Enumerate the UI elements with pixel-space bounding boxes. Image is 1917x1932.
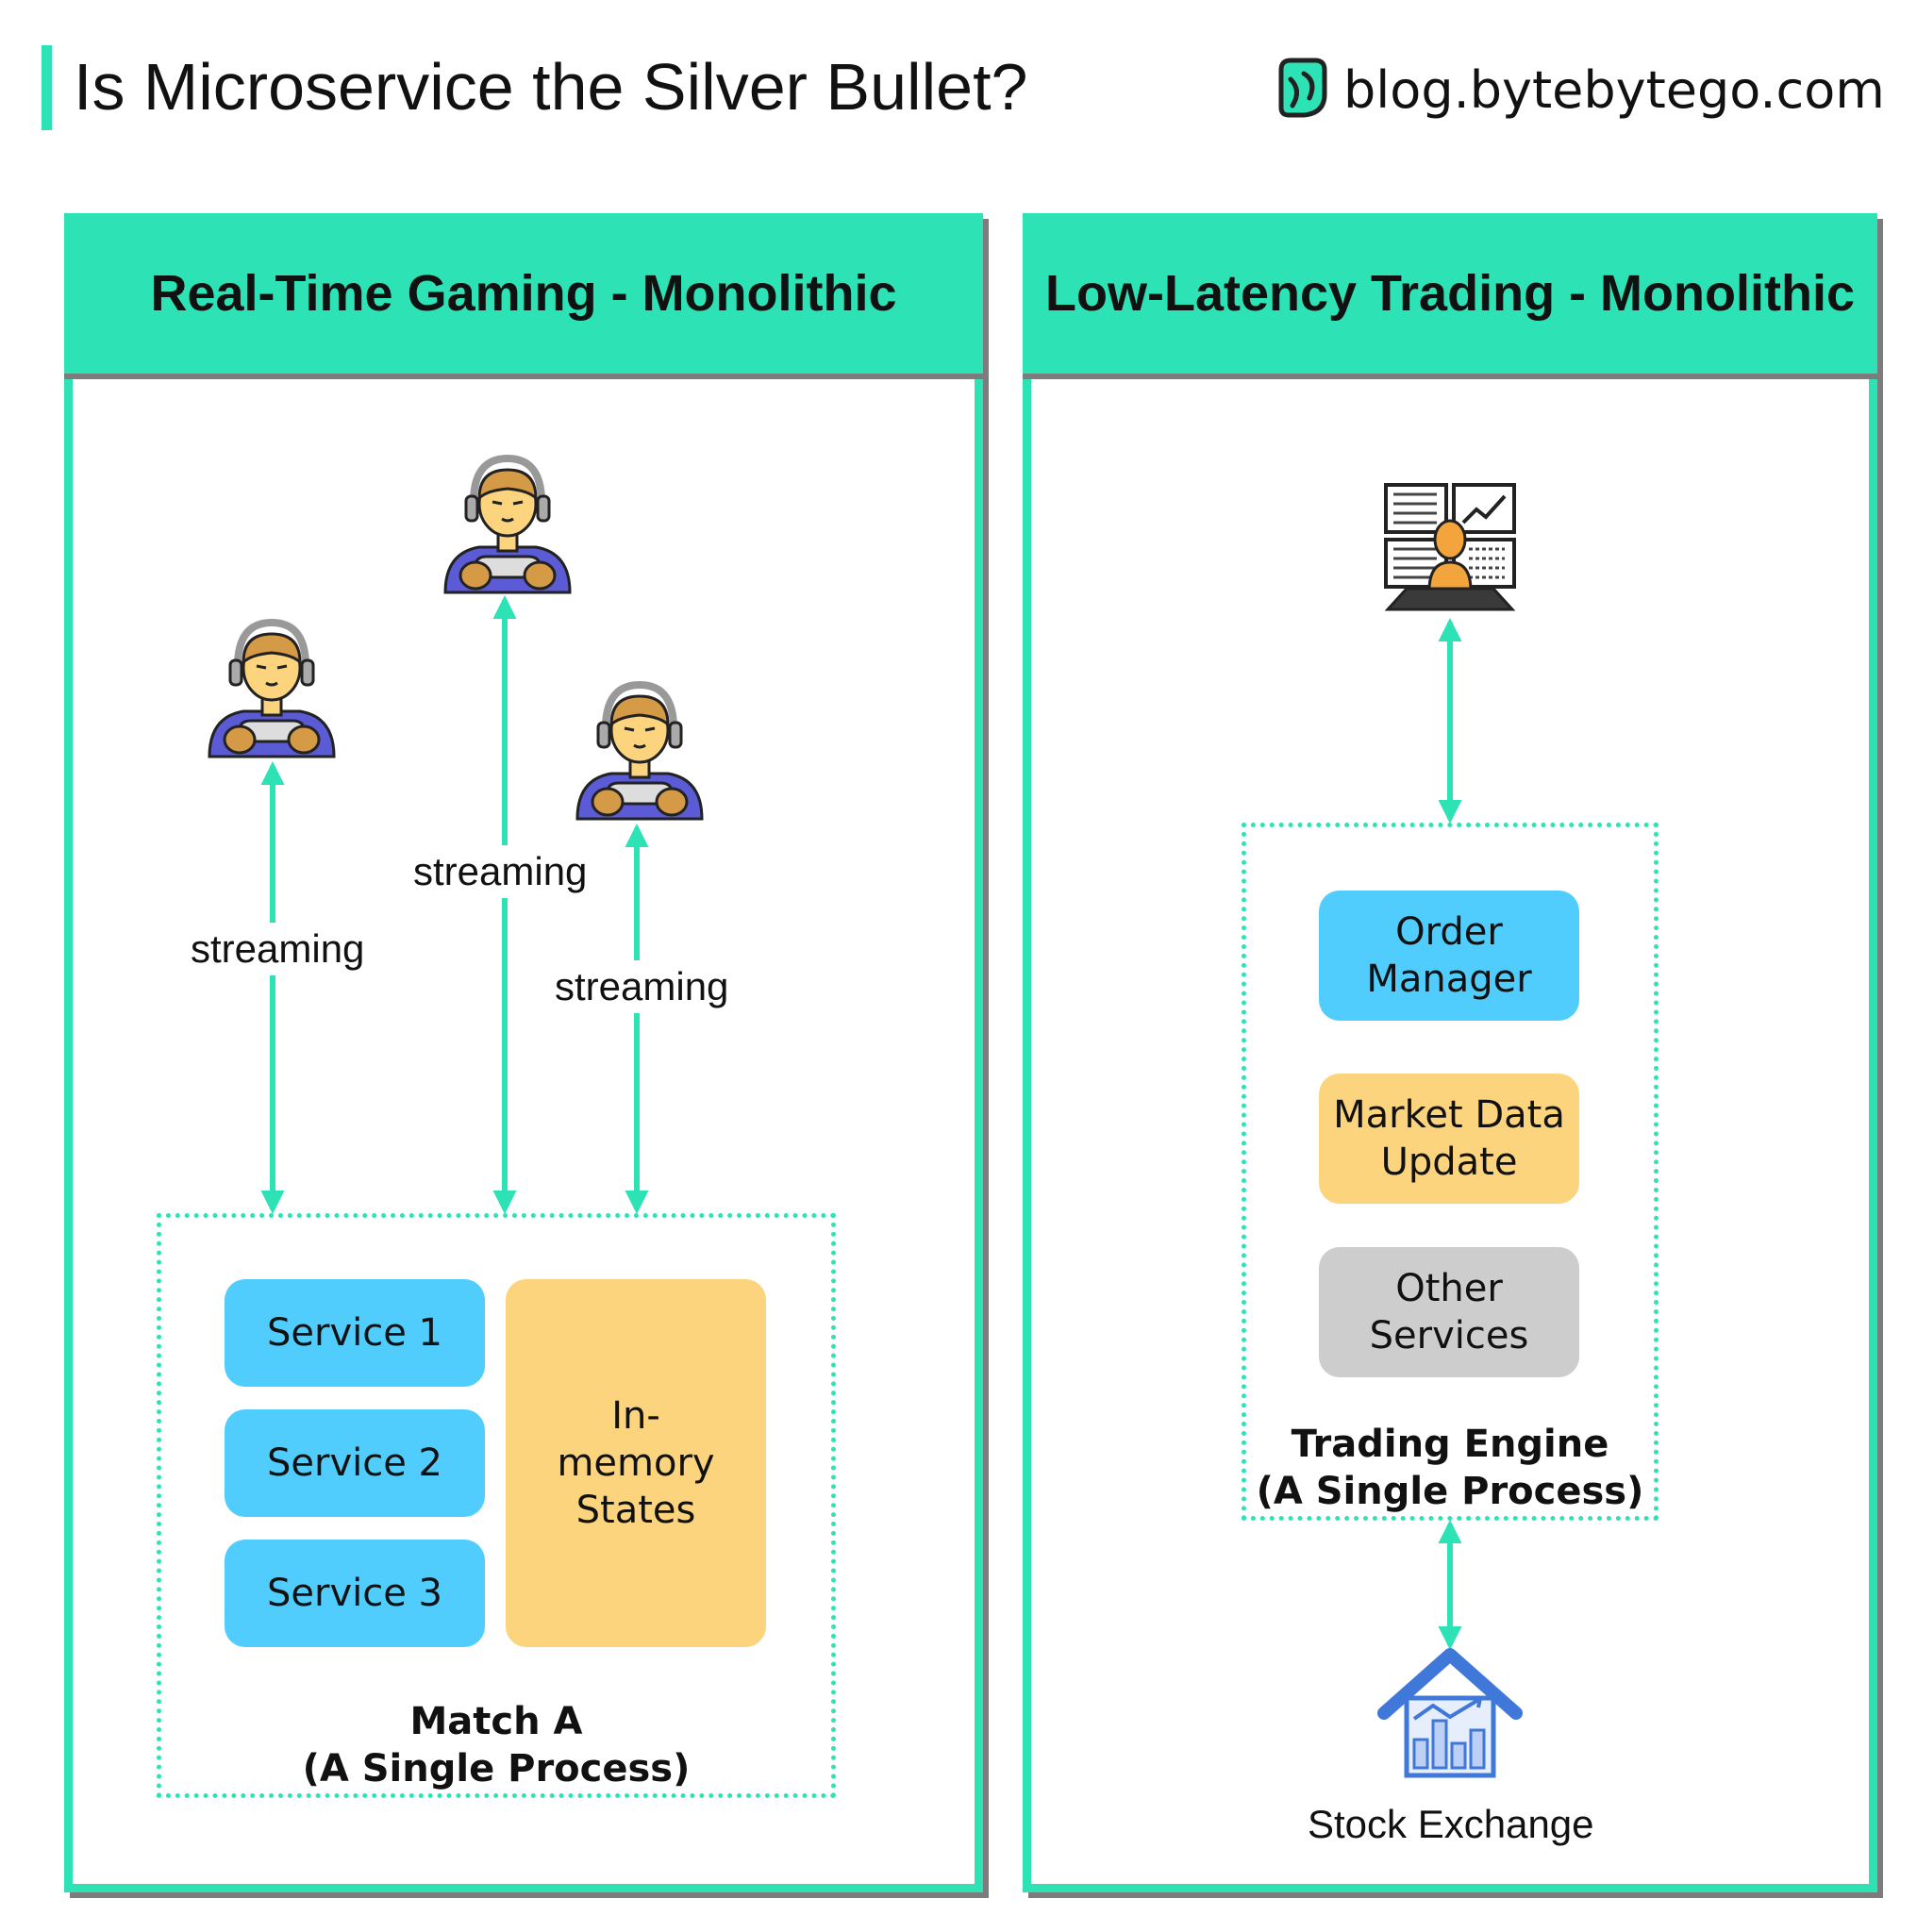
match-caption-line1: Match A	[409, 1700, 583, 1743]
stock-exchange-label: Stock Exchange	[1308, 1802, 1594, 1846]
market-data-update-box: Market Data Update	[1319, 1074, 1579, 1204]
title-accent-bar	[42, 45, 52, 130]
order-manager-box: Order Manager	[1319, 891, 1579, 1021]
gamer-icon	[577, 685, 702, 819]
gamer2-streaming-label: streaming	[409, 845, 592, 898]
trading-panel-header: Low-Latency Trading - Monolithic	[1023, 213, 1877, 379]
gamer-icon	[445, 458, 570, 592]
match-caption: Match A (A Single Process)	[279, 1698, 713, 1792]
match-caption-line2: (A Single Process)	[302, 1747, 691, 1790]
service-2-box: Service 2	[225, 1409, 485, 1517]
match-process-box	[157, 1213, 836, 1798]
trader-icon	[1384, 483, 1516, 611]
trading-caption-line1: Trading Engine	[1291, 1423, 1609, 1466]
service-1-box: Service 1	[225, 1279, 485, 1387]
gaming-panel-header: Real-Time Gaming - Monolithic	[64, 213, 983, 379]
gaming-panel-title: Real-Time Gaming - Monolithic	[150, 265, 897, 322]
gamer-icon	[209, 623, 334, 757]
trading-panel-title: Low-Latency Trading - Monolithic	[1045, 265, 1855, 322]
trading-caption-line2: (A Single Process)	[1256, 1470, 1644, 1513]
page-title: Is Microservice the Silver Bullet?	[74, 50, 1028, 124]
service-3-box: Service 3	[225, 1540, 485, 1647]
brand-url: blog.bytebytego.com	[1343, 60, 1885, 120]
trading-engine-process-box	[1242, 823, 1659, 1521]
trading-engine-caption: Trading Engine (A Single Process)	[1232, 1421, 1668, 1515]
other-services-box: Other Services	[1319, 1247, 1579, 1377]
gamer1-streaming-label: streaming	[187, 923, 369, 975]
gamer3-streaming-label: streaming	[551, 960, 733, 1013]
brand-logo-icon	[1278, 58, 1327, 118]
in-memory-states-box: In-memory States	[506, 1279, 766, 1647]
stock-exchange-icon	[1377, 1648, 1523, 1778]
